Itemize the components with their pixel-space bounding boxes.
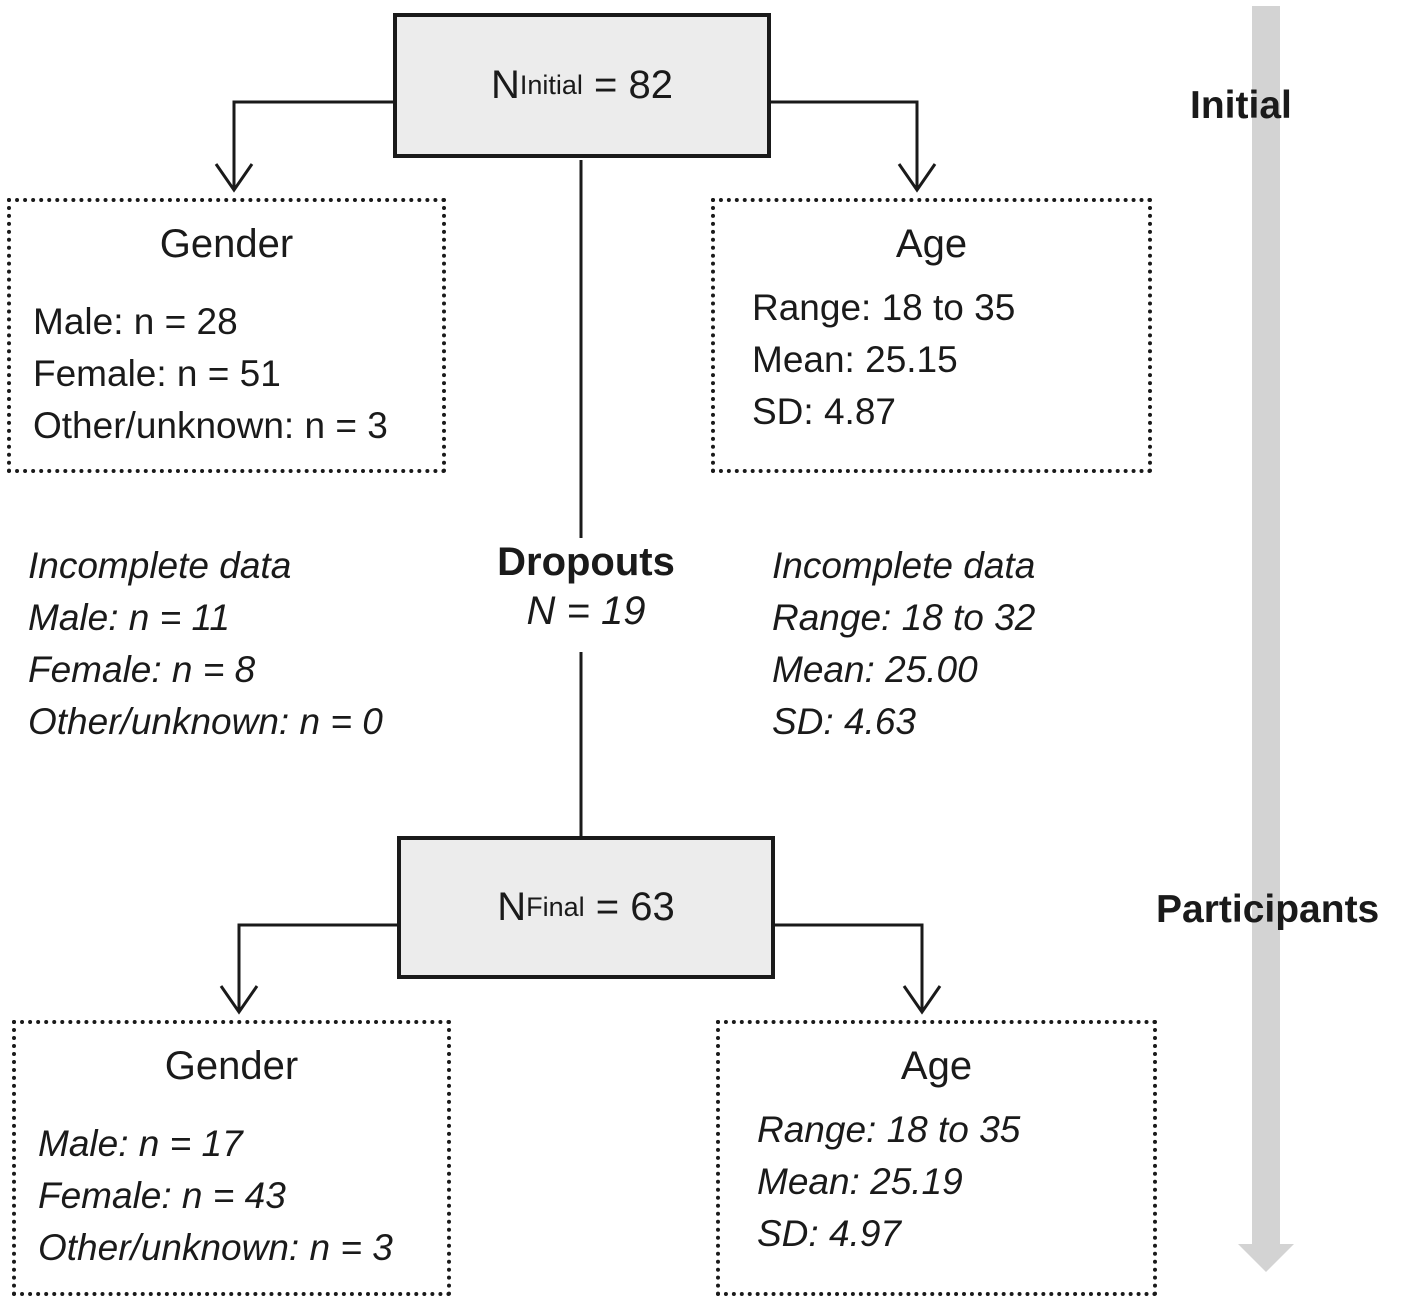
final-n-label: N <box>497 885 527 929</box>
stage-label-initial: Initial <box>1190 84 1292 127</box>
final-n-value: = 63 <box>595 885 675 929</box>
dropouts-gender-male: Male: n = 11 <box>28 597 230 638</box>
arrow-final-age <box>775 923 924 1012</box>
initial-gender-title: Gender <box>159 222 294 266</box>
initial-gender-male: Male: n = 28 <box>33 301 238 342</box>
initial-age-sd: SD: 4.87 <box>752 391 896 432</box>
dropouts-n: N = 19 <box>526 589 646 633</box>
dropouts-gender: Incomplete data Male: n = 11 Female: n =… <box>28 540 383 748</box>
arrow-final-gender <box>237 923 399 1012</box>
final-age-mean: Mean: 25.19 <box>757 1161 963 1202</box>
final-age-title: Age <box>900 1044 973 1088</box>
final-age-sd: SD: 4.97 <box>757 1213 901 1254</box>
dropouts-age-sd: SD: 4.63 <box>772 701 916 742</box>
initial-n-subscript: Initial <box>519 70 583 100</box>
initial-n-label: N <box>490 63 520 107</box>
final-gender-title: Gender <box>164 1044 299 1088</box>
down-arrow-icon <box>1238 6 1294 1272</box>
final-gender-male: Male: n = 17 <box>38 1123 243 1164</box>
arrow-initial-age <box>770 100 919 190</box>
dropouts-label: Dropouts N = 19 <box>460 540 712 634</box>
initial-gender-other: Other/unknown: n = 3 <box>33 405 388 446</box>
final-gender-other: Other/unknown: n = 3 <box>38 1227 393 1268</box>
dropouts-gender-other: Other/unknown: n = 0 <box>28 701 383 742</box>
final-gender-box: Gender Male: n = 17 Female: n = 43 Other… <box>12 1020 451 1296</box>
final-n-subscript: Final <box>526 892 585 922</box>
dropouts-age-heading: Incomplete data <box>772 545 1036 586</box>
stage-label-participants: Participants <box>1156 888 1380 931</box>
arrow-initial-gender <box>232 100 395 190</box>
initial-n-value: = 82 <box>594 63 673 107</box>
final-age-range: Range: 18 to 35 <box>757 1109 1021 1150</box>
initial-age-title: Age <box>895 222 968 266</box>
dropouts-age: Incomplete data Range: 18 to 32 Mean: 25… <box>772 540 1035 748</box>
initial-age-range: Range: 18 to 35 <box>752 287 1016 328</box>
dropouts-gender-heading: Incomplete data <box>28 545 292 586</box>
dropouts-gender-female: Female: n = 8 <box>28 649 256 690</box>
final-age-box: Age Range: 18 to 35 Mean: 25.19 SD: 4.97 <box>716 1020 1157 1296</box>
dropouts-age-mean: Mean: 25.00 <box>772 649 978 690</box>
initial-gender-box: Gender Male: n = 28 Female: n = 51 Other… <box>7 198 446 473</box>
final-gender-female: Female: n = 43 <box>38 1175 286 1216</box>
initial-age-mean: Mean: 25.15 <box>752 339 958 380</box>
initial-age-box: Age Range: 18 to 35 Mean: 25.15 SD: 4.87 <box>711 198 1152 473</box>
dropouts-title: Dropouts <box>497 540 675 584</box>
initial-gender-female: Female: n = 51 <box>33 353 281 394</box>
dropouts-age-range: Range: 18 to 32 <box>772 597 1036 638</box>
